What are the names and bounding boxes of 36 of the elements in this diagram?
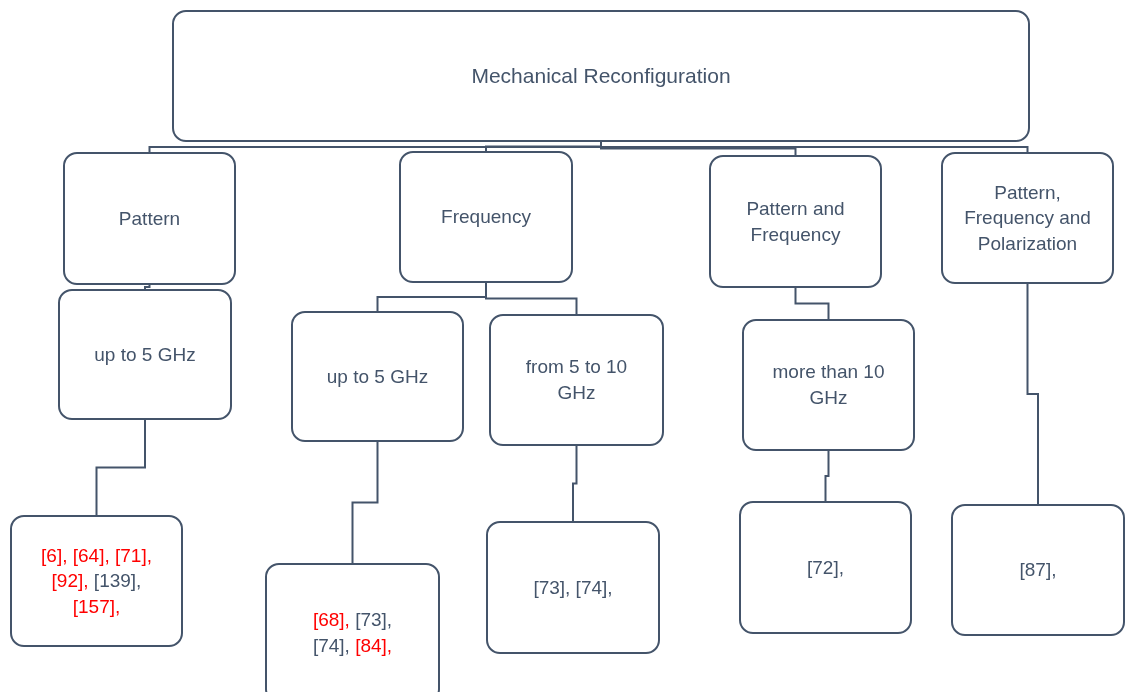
category-box bbox=[709, 155, 882, 288]
connector-line bbox=[824, 450, 830, 502]
category-box bbox=[10, 515, 183, 647]
node-label: Frequency bbox=[441, 205, 531, 230]
category-box bbox=[291, 311, 464, 442]
node-label: Mechanical Reconfiguration bbox=[471, 62, 731, 89]
node-label: [73], [74], bbox=[533, 575, 613, 600]
connector-line bbox=[572, 445, 578, 522]
connector-line bbox=[144, 284, 151, 290]
connector-line bbox=[95, 419, 146, 516]
reference-list: [6], [64], [71], [92], [139], [157], bbox=[34, 542, 159, 620]
node-label: Pattern, Frequency and Polarization bbox=[963, 180, 1092, 256]
node-label: more than 10 GHz bbox=[771, 360, 886, 410]
category-box bbox=[739, 501, 912, 634]
category-box bbox=[399, 151, 573, 283]
category-box bbox=[63, 152, 236, 285]
category-box bbox=[941, 152, 1114, 284]
category-box bbox=[58, 289, 232, 420]
category-box bbox=[265, 563, 440, 692]
category-box bbox=[486, 521, 660, 654]
node-label: from 5 to 10 GHz bbox=[524, 355, 629, 405]
category-box bbox=[742, 319, 915, 451]
connector-line bbox=[794, 287, 830, 320]
node-label: Pattern bbox=[118, 206, 181, 231]
connector-line bbox=[351, 441, 379, 564]
connector-line bbox=[1026, 283, 1039, 505]
node-label: [72], bbox=[807, 555, 844, 580]
category-box bbox=[172, 10, 1030, 142]
connector-line bbox=[485, 282, 578, 315]
category-box bbox=[951, 504, 1125, 636]
node-label: Pattern and Frequency bbox=[745, 196, 846, 247]
node-label: [87], bbox=[1019, 558, 1057, 583]
reference-list: [68], [73], [74], [84], bbox=[295, 607, 410, 659]
node-label: up to 5 GHz bbox=[94, 342, 196, 367]
node-label: up to 5 GHz bbox=[326, 364, 429, 389]
category-box bbox=[489, 314, 664, 446]
